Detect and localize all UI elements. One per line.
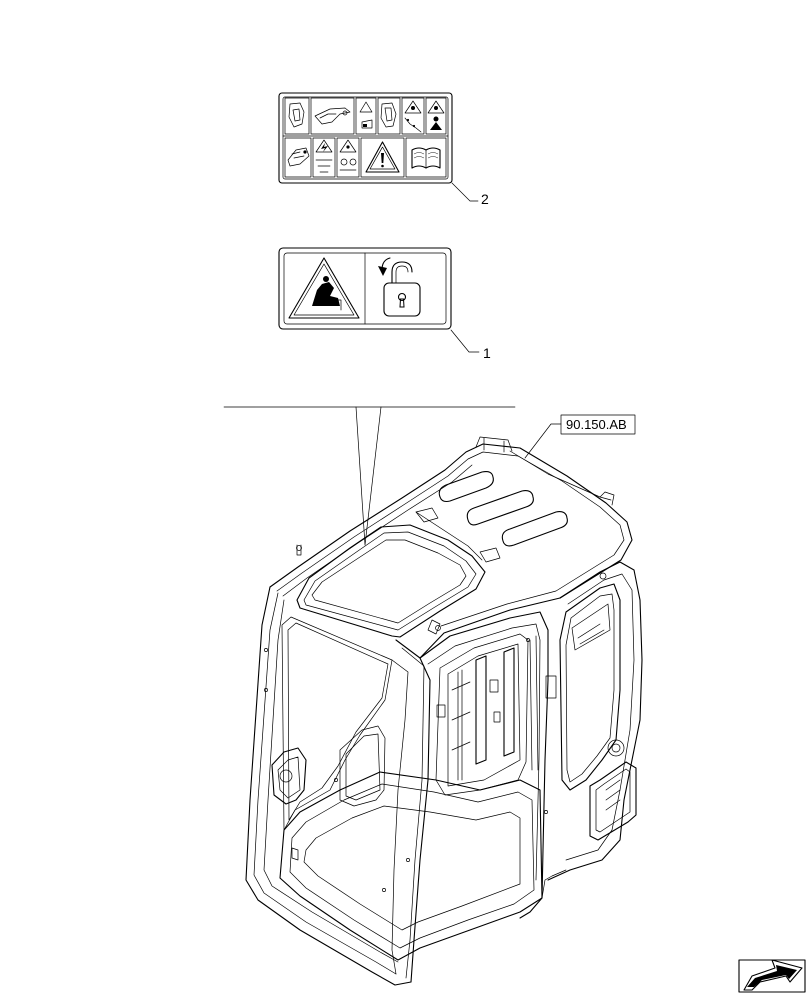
excavator-boom-icon: [310, 97, 355, 135]
padlock-unlock-icon: [378, 257, 421, 317]
decal-2: [278, 92, 453, 184]
cab-drawing: [245, 436, 643, 986]
reference-label-text: 90.150.AB: [566, 417, 627, 432]
callout-2-number: 2: [481, 191, 489, 207]
manual-book-icon: [405, 137, 447, 178]
operator-warning-icon: [425, 97, 447, 135]
roof-pointer-lines: [223, 406, 516, 546]
callout-1-number: 1: [483, 345, 491, 361]
crush-hand-icon: [284, 137, 312, 178]
callout-2: 2: [451, 182, 489, 207]
crush-warning-icon: [288, 257, 360, 319]
falling-warning-icon: [401, 97, 425, 135]
bucket-swing-icon: [377, 97, 401, 135]
hazard-machine-icon: [336, 137, 360, 178]
warning-arm-icon: [355, 97, 377, 135]
reference-label: 90.150.AB: [524, 414, 636, 459]
decal-1: [278, 247, 452, 330]
warning-triangle-icon: [360, 137, 405, 178]
callout-1: 1: [450, 329, 491, 361]
electric-warning-icon: [312, 137, 336, 178]
next-page-arrow-icon[interactable]: [738, 959, 806, 993]
excavator-bucket-icon: [284, 97, 310, 135]
